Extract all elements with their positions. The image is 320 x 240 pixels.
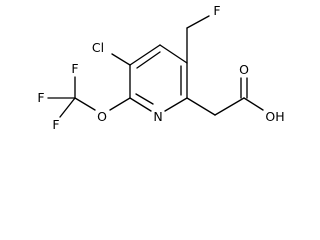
bond-c-f-lower [59,97,76,118]
bond-ch2-cooh [214,97,245,116]
bond-c-cl [111,53,131,66]
atom-label-f-lower: F [52,117,59,132]
atom-label-oh: OH [265,109,284,124]
atom-label-cl: Cl [92,40,104,55]
atom-labels: Cl F O OH N O F F F [37,3,284,132]
atom-label-f-left: F [37,90,44,105]
atom-label-f-top: F [213,3,220,18]
bond-ch2-f [186,15,210,29]
bond-ring-ch2 [186,97,216,116]
atom-label-o-ether: O [97,109,107,124]
atom-label-n: N [153,109,162,124]
bond-ring-4 [164,97,188,112]
molecule-structure: Cl F O OH N O F F F [37,3,284,132]
double-bond-inner-top [136,51,161,69]
pyridine-ring [129,44,188,112]
bond-c-oh [243,97,264,111]
substituent-bonds [47,15,264,118]
atom-label-o-carbonyl: O [239,62,249,77]
bond-ring-1 [129,44,161,66]
double-bond-inner-left [135,93,154,105]
atom-label-f-upper: F [71,61,78,76]
bond-ring-o [109,97,131,111]
bond-o-cf3 [74,97,96,111]
bond-ring-5 [129,97,152,112]
bond-ring-2 [159,44,188,64]
